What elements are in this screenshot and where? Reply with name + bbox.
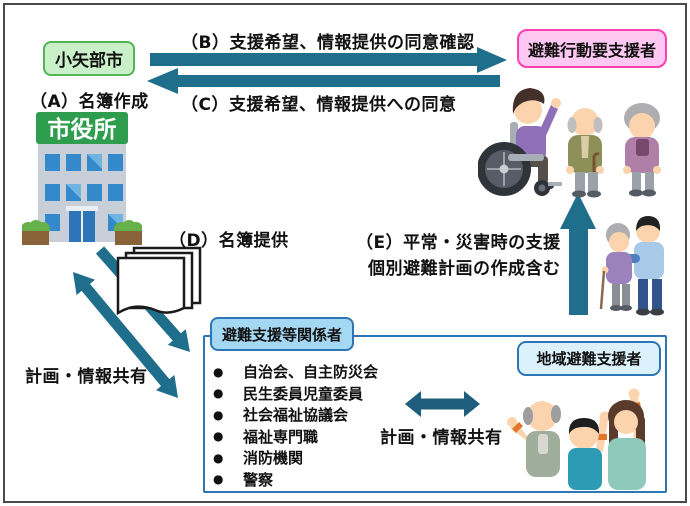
label-plan-share-left: 計画・情報共有 [25,367,148,387]
city-hall-sign-label: 市役所 [48,116,117,143]
local-supporters-box: 地域避難支援者 [517,341,661,376]
list-item: ● 消防機関 [213,447,378,469]
bullet-icon: ● [213,364,224,379]
waving-woman [608,388,646,490]
supporter-item-label: 警察 [243,470,274,489]
elderly-woman [623,103,661,197]
evacuees-box: 避難行動要支援者 [517,29,667,68]
planter-left [22,220,50,245]
bullet-icon: ● [213,472,224,487]
label-b: （B）支援希望、情報提供の同意確認 [181,33,475,53]
supporters-tab: 避難支援等関係者 [210,317,354,351]
list-item: ● 民生委員児童委員 [213,383,378,405]
label-e-line1: （E）平常・災害時の支援 [356,233,561,253]
list-item: ● 警察 [213,469,378,491]
planter-right [114,220,142,245]
label-a: （A）名簿作成 [30,92,149,112]
supporter-item-label: 社会福祉協議会 [243,406,349,425]
supporters-list: ● 自治会、自主防災会 ● 民生委員児童委員 ● 社会福祉協議会 ● 福祉専門職 ● 消防… [213,361,378,490]
supporter-item-label: 民生委員児童委員 [243,384,364,403]
bullet-icon: ● [213,429,224,444]
label-e-line2: 個別避難計画の作成含む [368,259,561,279]
bullet-icon: ● [213,407,224,422]
bullet-icon: ● [213,450,224,465]
city-hall-illustration: 市役所 [22,112,142,245]
list-item: ● 社会福祉協議会 [213,404,378,426]
arrow-left-icon [147,68,500,94]
supporter-item-label: 消防機関 [243,449,304,468]
diagram-border [3,3,687,503]
elderly-woman-with-cane [599,223,632,311]
local-supporters-box-label: 地域避難支援者 [536,350,642,368]
arrow-support-up-icon [560,193,596,315]
label-c: （C）支援希望、情報提供への同意 [181,95,457,115]
supporter-item-label: 福祉専門職 [243,427,319,446]
city-box-label: 小矢部市 [55,51,123,71]
arrow-plan-share-horizontal-icon [405,391,480,417]
supporters-tab-label: 避難支援等関係者 [221,325,342,344]
list-item: ● 福祉専門職 [213,426,378,448]
evacuees-illustration [478,88,661,198]
arrow-right-icon [150,47,507,73]
waving-elderly-man [507,401,561,477]
bullet-icon: ● [213,386,224,401]
local-supporters-illustration [507,388,646,490]
waving-boy [568,411,611,490]
wheelchair-person [478,88,562,196]
supporter-item-label: 自治会、自主防災会 [243,363,379,382]
label-plan-share-right: 計画・情報共有 [380,428,503,448]
city-box: 小矢部市 [43,41,135,76]
elderly-man [566,108,604,198]
list-item: ● 自治会、自主防災会 [213,361,378,383]
roster-documents-icon [116,246,202,316]
arrow-plan-share-diagonal-icon [73,272,178,398]
evacuees-box-label: 避難行動要支援者 [527,40,656,60]
label-d: （D）名簿提供 [169,231,289,251]
caregiver-pair-illustration [599,216,664,316]
